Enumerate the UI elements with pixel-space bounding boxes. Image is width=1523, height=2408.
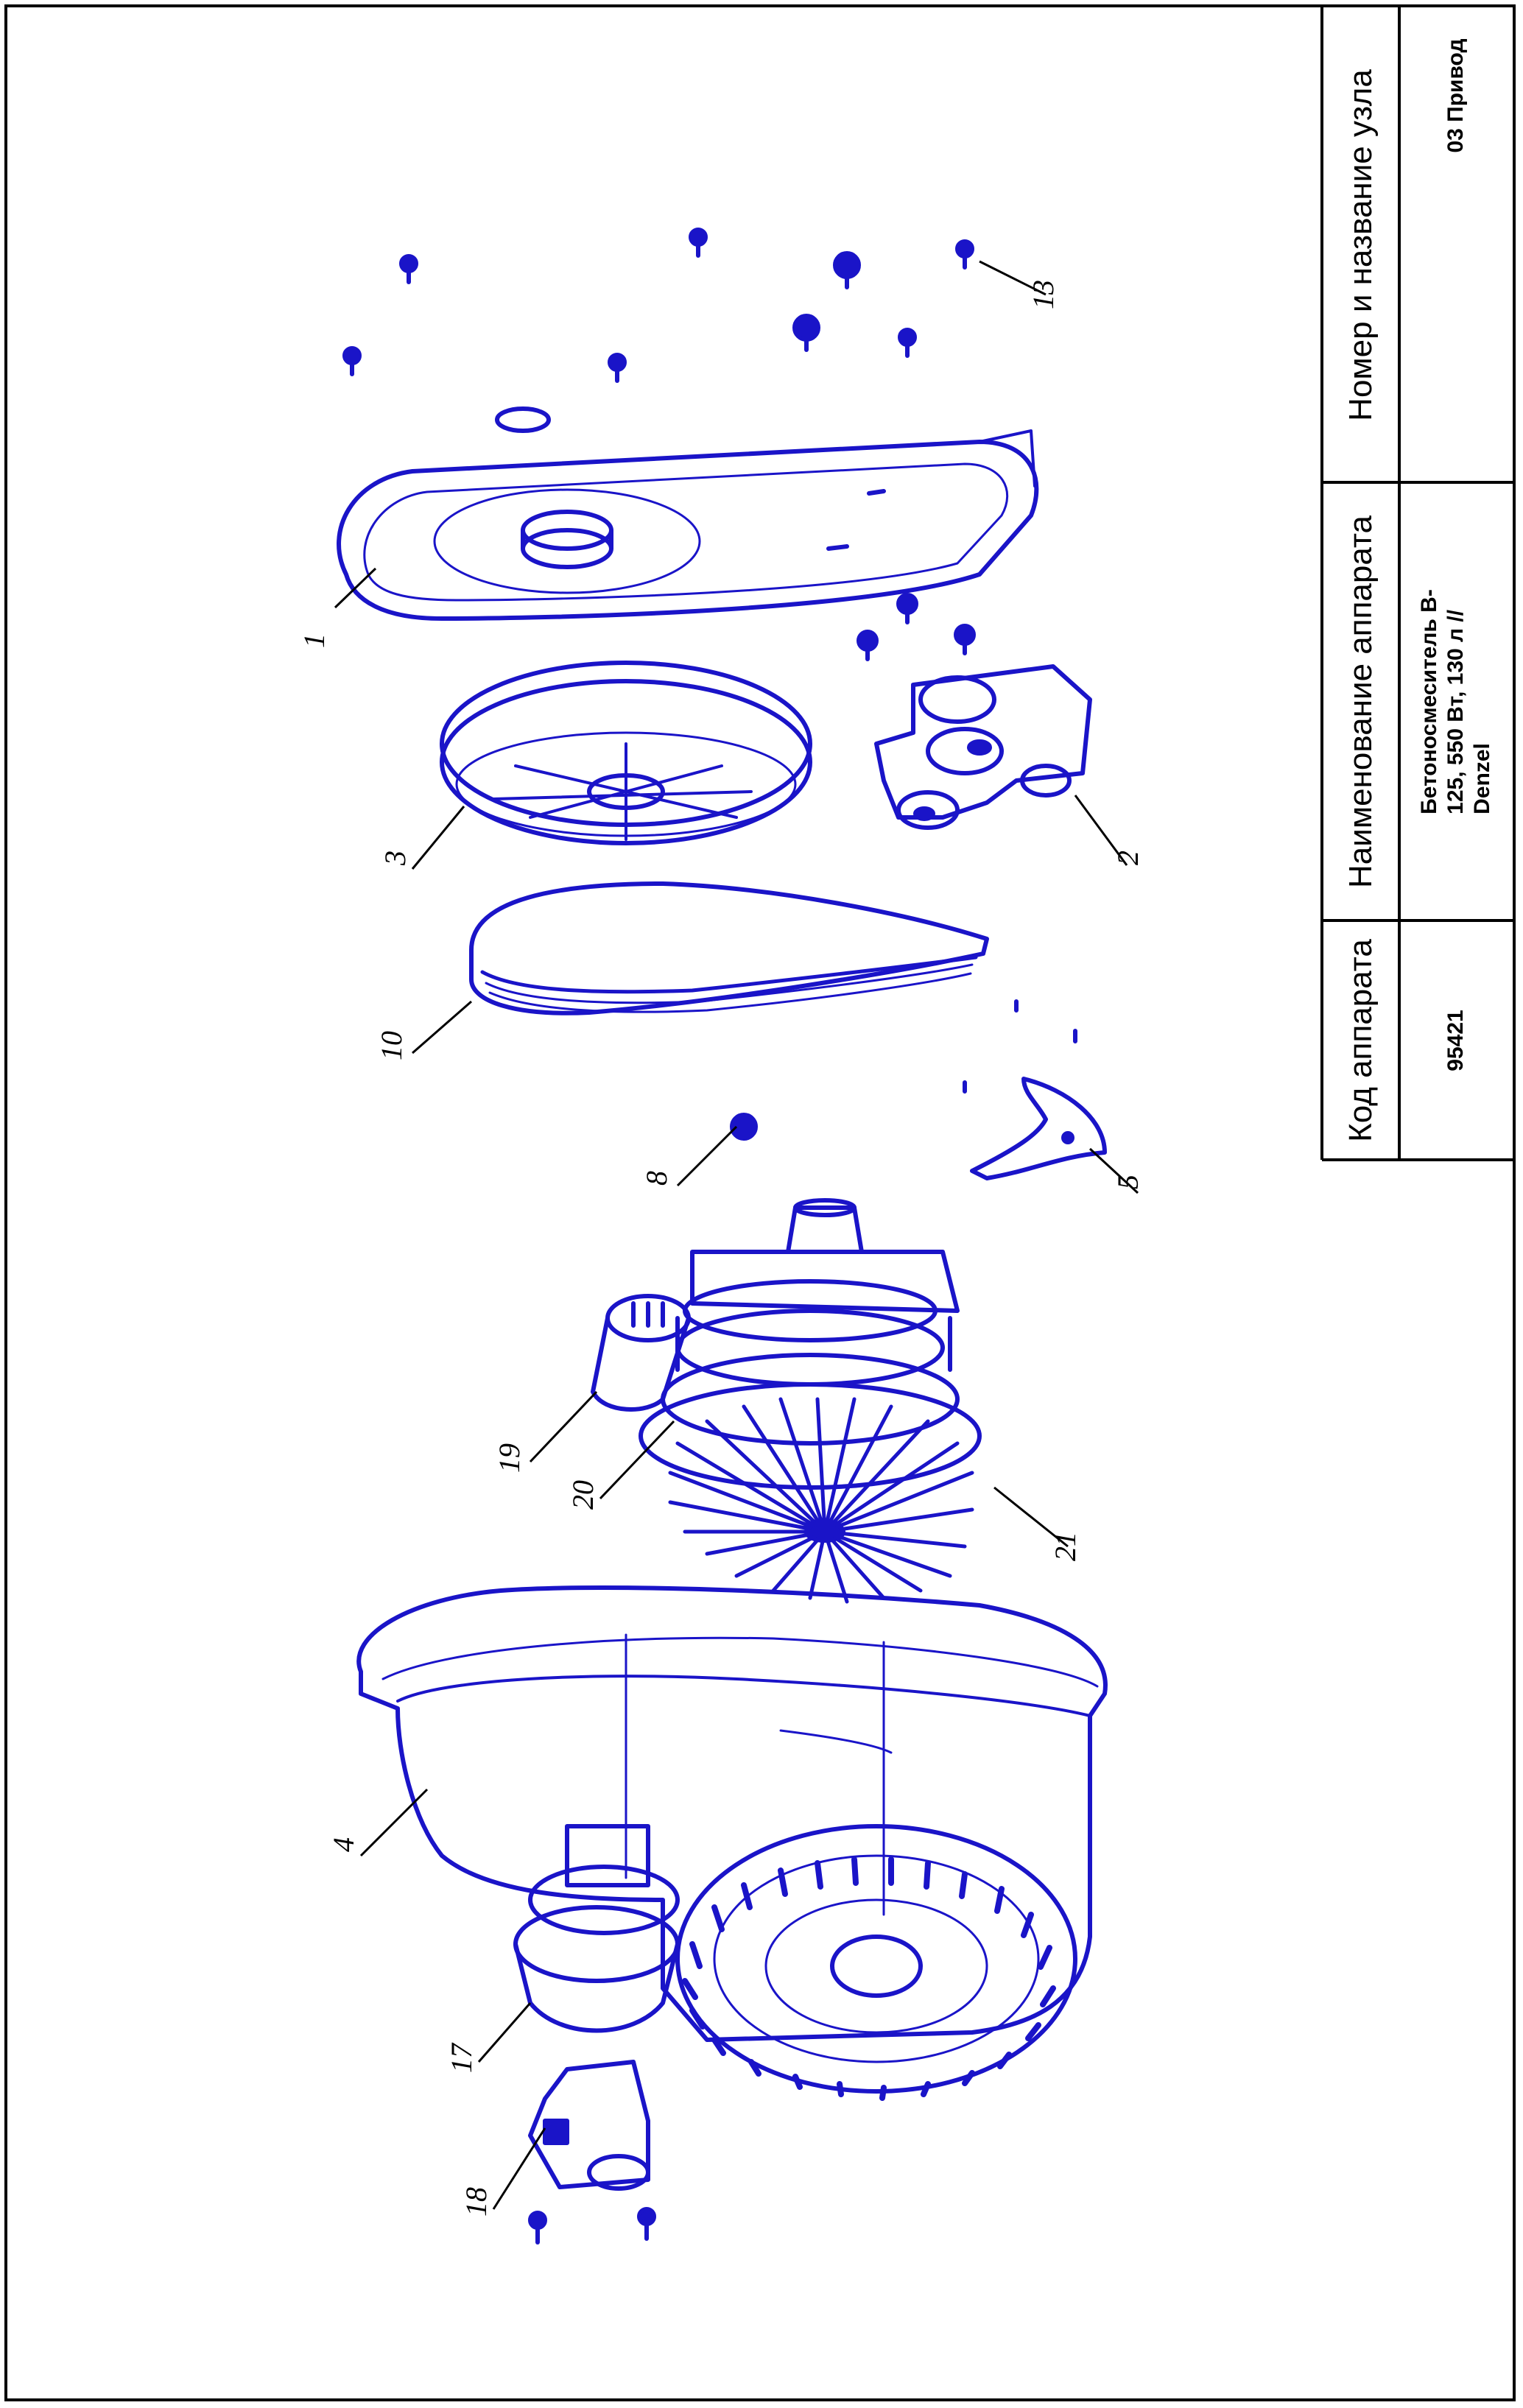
label-2: 2 <box>1111 851 1144 865</box>
name-value-cell: Бетоносмеситель B- 125, 550 Вт, 130 л //… <box>1399 482 1513 920</box>
part-number-labels: 1 2 3 4 5 8 10 13 17 18 19 20 21 <box>298 280 1144 2217</box>
coupling-part-17 <box>513 1824 680 2033</box>
drawing-frame <box>4 4 1516 2401</box>
name-value-line2: 125, 550 Вт, 130 л // <box>1443 609 1468 814</box>
code-value: 95421 <box>1443 1009 1468 1071</box>
code-header-cell: Код аппарата <box>1322 920 1399 1160</box>
label-5: 5 <box>1111 1175 1144 1189</box>
label-10: 10 <box>375 1031 408 1060</box>
name-header-cell: Наименование аппарата <box>1322 482 1399 920</box>
capacitor-part-19 <box>591 1294 691 1412</box>
nut-part-8 <box>730 1113 758 1141</box>
label-1: 1 <box>298 633 331 648</box>
motor-housing-part-4 <box>356 1585 1108 2101</box>
code-header: Код аппарата <box>1342 938 1379 1142</box>
label-4: 4 <box>327 1837 360 1852</box>
pulley-part-3 <box>440 661 812 845</box>
label-18: 18 <box>460 2187 493 2217</box>
leader-lines <box>334 260 1139 2210</box>
code-value-cell: 95421 <box>1399 920 1513 1160</box>
washer <box>495 406 551 433</box>
name-header: Наименование аппарата <box>1342 515 1379 888</box>
label-17: 17 <box>445 2042 478 2073</box>
node-value-cell: 03 Привод <box>1399 7 1513 482</box>
label-21: 21 <box>1049 1532 1082 1561</box>
label-20: 20 <box>566 1480 599 1510</box>
label-3: 3 <box>379 851 412 866</box>
node-header: Номер и название узла <box>1342 68 1379 421</box>
label-19: 19 <box>493 1443 526 1473</box>
label-8: 8 <box>640 1171 673 1186</box>
belt-cover-part-1 <box>337 429 1039 621</box>
node-header-cell: Номер и название узла <box>1322 7 1399 482</box>
node-value: 03 Привод <box>1443 38 1468 153</box>
name-value-line1: Бетоносмеситель B- <box>1417 588 1441 814</box>
screws-part-13 <box>342 228 976 2245</box>
small-bracket-part-5 <box>963 999 1107 1180</box>
bracket-part-2 <box>874 664 1092 830</box>
name-value: Бетоносмеситель B- 125, 550 Вт, 130 л //… <box>1416 589 1496 814</box>
switch-part-18 <box>528 2060 650 2191</box>
label-13: 13 <box>1027 280 1060 309</box>
belt-part-10 <box>469 881 989 1015</box>
name-value-line3: Denzel <box>1470 742 1494 814</box>
